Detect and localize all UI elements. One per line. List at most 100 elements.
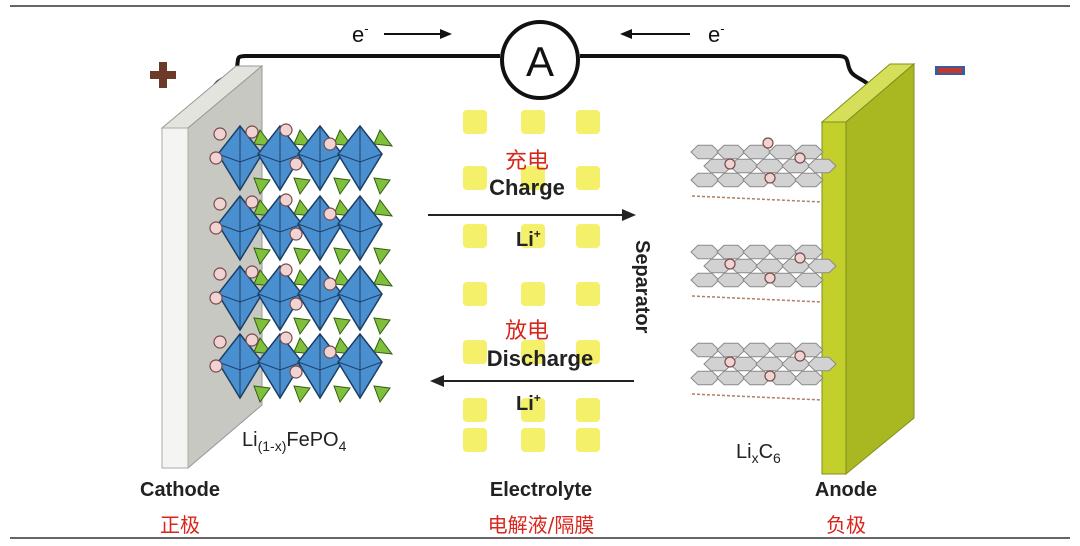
tetrahedron [373,385,391,404]
lithium-ion [279,263,293,277]
separator-square [463,398,487,422]
graphite-hexagon [716,244,746,260]
graphite-hexagon [794,172,824,188]
charge-label-cn: 充电 [505,149,549,174]
discharge-label-cn: 放电 [505,319,549,344]
tetrahedron [253,385,271,404]
lithium-ion [213,197,227,211]
tetrahedron [253,177,271,196]
lithium-ion [794,252,806,264]
graphite-hexagon [742,370,772,386]
electron-flow-left: e- [352,21,452,47]
electrolyte-label: Electrolyte [490,479,592,501]
graphite-hexagon [690,272,720,288]
tetrahedron [253,247,271,266]
separator-square [521,166,545,190]
graphite-layer [690,144,837,203]
lithium-ion [764,172,776,184]
graphite-hexagon [794,272,824,288]
separator-square [521,398,545,422]
graphite-hexagon [690,370,720,386]
separator-square [576,166,600,190]
lithium-ion [209,359,223,373]
lithium-ion [323,277,337,291]
lithium-ion [323,207,337,221]
anode-label: Anode [815,479,877,501]
separator-square [521,224,545,248]
lithium-ion [724,258,736,270]
separator-membrane [463,110,600,452]
separator-square [463,110,487,134]
graphite-hexagon [742,244,772,260]
lithium-ion [289,227,303,241]
separator-square [576,340,600,364]
graphite-layer [690,342,837,401]
lithium-ion [279,331,293,345]
separator-square [463,224,487,248]
graphite-hexagon [768,144,798,160]
wire-right [580,54,875,96]
tetrahedron [373,317,391,336]
graphite-hexagon [755,356,785,372]
graphite-hexagon [716,370,746,386]
lithium-ion [323,345,337,359]
electron-arrowhead-right [440,29,452,39]
separator-square [521,340,545,364]
graphite-hexagon [742,272,772,288]
separator-square [463,282,487,306]
lithium-ion [213,267,227,281]
lithium-ion [213,335,227,349]
separator-square [576,110,600,134]
graphite-hexagon [794,370,824,386]
graphite-hexagon [807,158,837,174]
cathode-label-cn: 正极 [160,513,200,537]
ammeter: A [500,20,580,100]
graphite-layers [690,137,837,401]
lithium-ion [213,127,227,141]
lithium-ion [245,265,259,279]
lithium-ion [794,152,806,164]
tetrahedron [373,337,394,355]
anode-plate-face [821,121,847,475]
tetrahedron [373,199,394,217]
anode-plate [820,62,916,476]
tetrahedron [293,317,311,336]
cathode-label: Cathode [140,479,220,501]
lithium-ion [724,356,736,368]
tetrahedron [373,269,394,287]
tetrahedron [373,177,391,196]
charge-section: 充电 Charge Li+ [428,149,636,251]
separator-square [463,166,487,190]
graphite-hexagon [807,258,837,274]
lithium-ion [279,193,293,207]
discharge-ion-label: Li+ [516,391,541,415]
lithium-ion [279,123,293,137]
anode-label-cn: 负极 [826,513,866,537]
lithium-ion [245,333,259,347]
lithium-ion [794,350,806,362]
discharge-arrowhead [430,375,444,387]
lifepo4-crystal-structure [209,123,394,404]
charge-arrowhead [622,209,636,221]
lithium-ion [323,137,337,151]
separator-square [576,398,600,422]
graphite-hexagon [690,144,720,160]
graphite-hexagon [690,244,720,260]
graphite-edge [691,195,823,203]
anode-formula: LixC6 [736,441,781,466]
graphite-hexagon [690,342,720,358]
separator-label: Separator [631,240,653,334]
tetrahedron [293,247,311,266]
separator-square [463,340,487,364]
graphite-hexagon [716,172,746,188]
graphite-hexagon [755,158,785,174]
graphite-layer [690,244,837,303]
electron-left-label: e- [352,21,369,47]
lithium-ion [209,221,223,235]
graphite-hexagon [716,342,746,358]
lithium-ion [209,291,223,305]
graphite-hexagon [768,342,798,358]
graphite-hexagon [807,356,837,372]
cathode-formula: Li(1-x)FePO4 [242,429,347,454]
